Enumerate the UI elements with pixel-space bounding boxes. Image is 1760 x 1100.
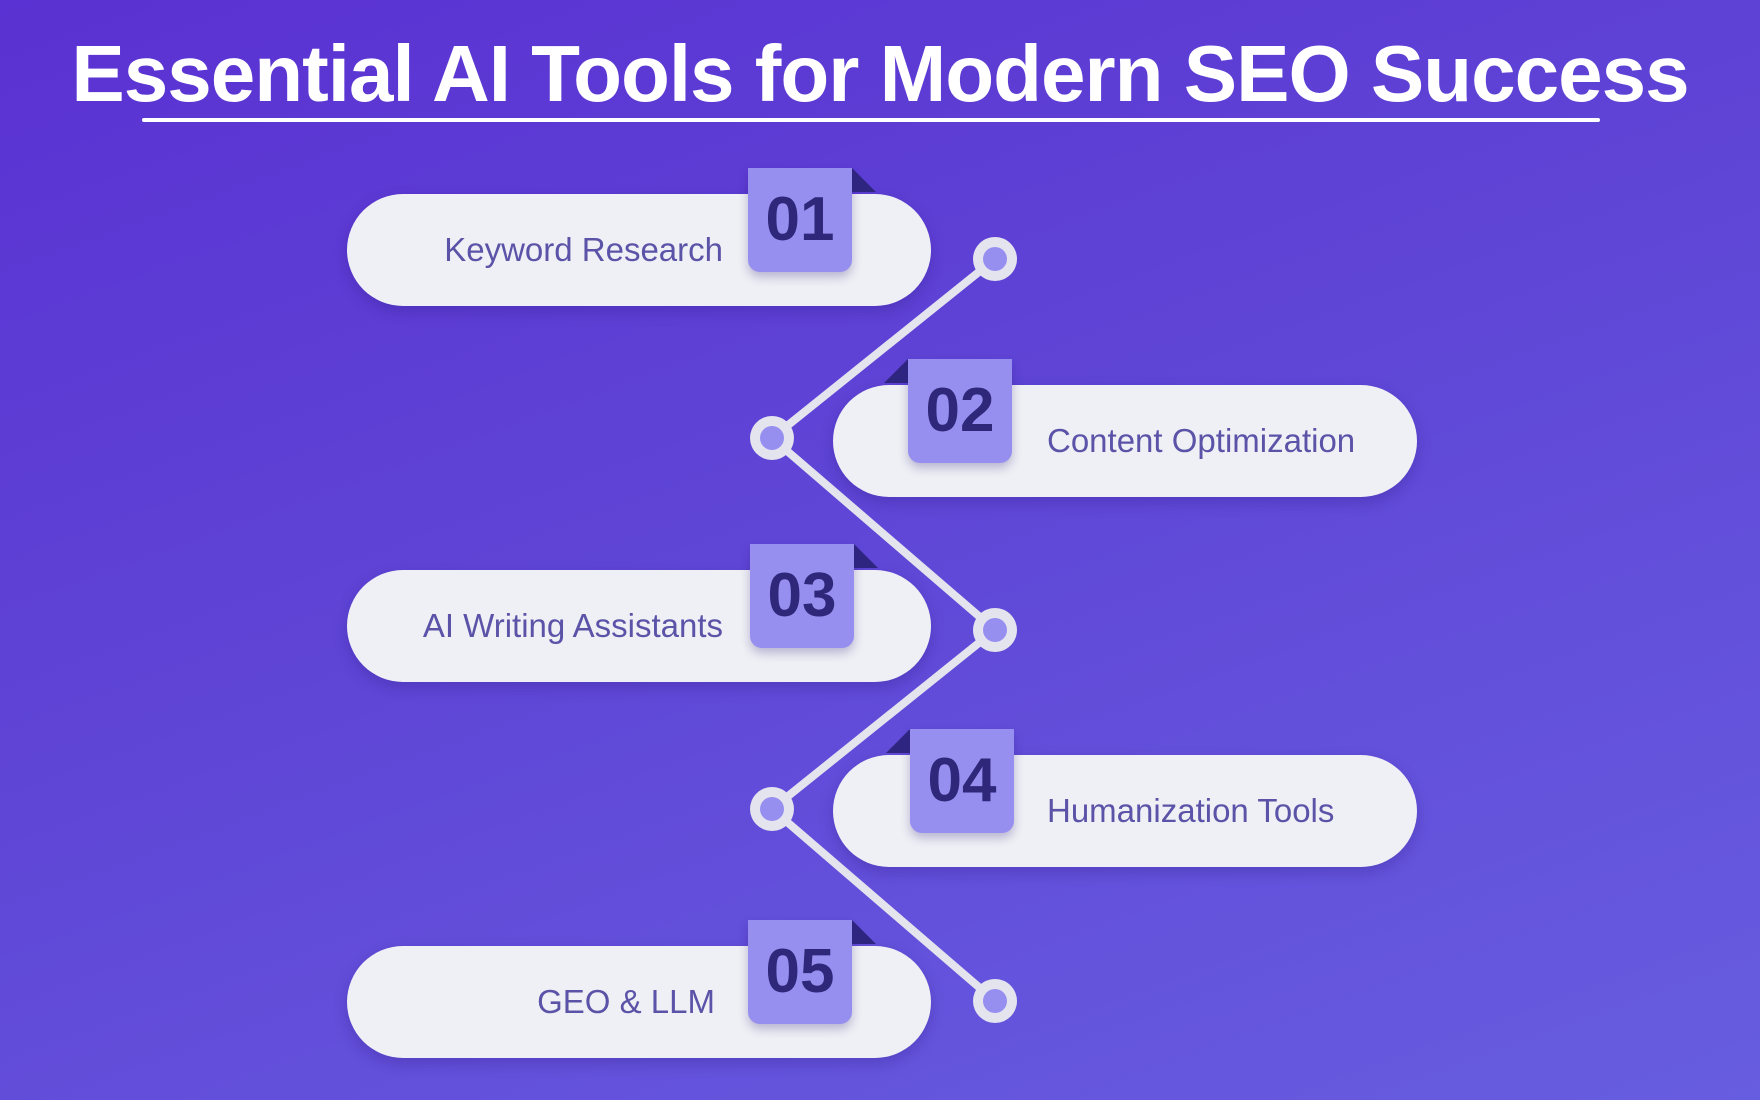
step-number-badge-2: 02: [884, 359, 1012, 463]
page-title: Essential AI Tools for Modern SEO Succes…: [71, 29, 1689, 118]
step-label: Humanization Tools: [1047, 792, 1335, 829]
step-label: AI Writing Assistants: [422, 607, 723, 644]
connector-node-1: [973, 237, 1017, 281]
badge-fold: [852, 920, 876, 944]
connector-node-3: [973, 608, 1017, 652]
step-label: Content Optimization: [1047, 422, 1356, 459]
step-number-badge-3: 03: [750, 544, 878, 648]
connector-node-2: [750, 416, 794, 460]
step-number: 03: [767, 561, 837, 630]
badge-fold: [884, 359, 908, 383]
badge-fold: [854, 544, 878, 568]
step-number-badge-1: 01: [748, 168, 876, 272]
step-number: 01: [765, 185, 835, 254]
step-label: Keyword Research: [444, 231, 723, 268]
connector-node-5: [973, 979, 1017, 1023]
step-number: 05: [765, 937, 835, 1006]
step-number-badge-5: 05: [748, 920, 876, 1024]
step-number: 02: [925, 376, 995, 445]
step-number-badge-4: 04: [886, 729, 1014, 833]
title-underline: [142, 118, 1600, 122]
badge-fold: [886, 729, 910, 753]
step-number: 04: [927, 746, 997, 815]
badge-fold: [852, 168, 876, 192]
connector-node-4: [750, 787, 794, 831]
step-label: GEO & LLM: [537, 983, 715, 1020]
